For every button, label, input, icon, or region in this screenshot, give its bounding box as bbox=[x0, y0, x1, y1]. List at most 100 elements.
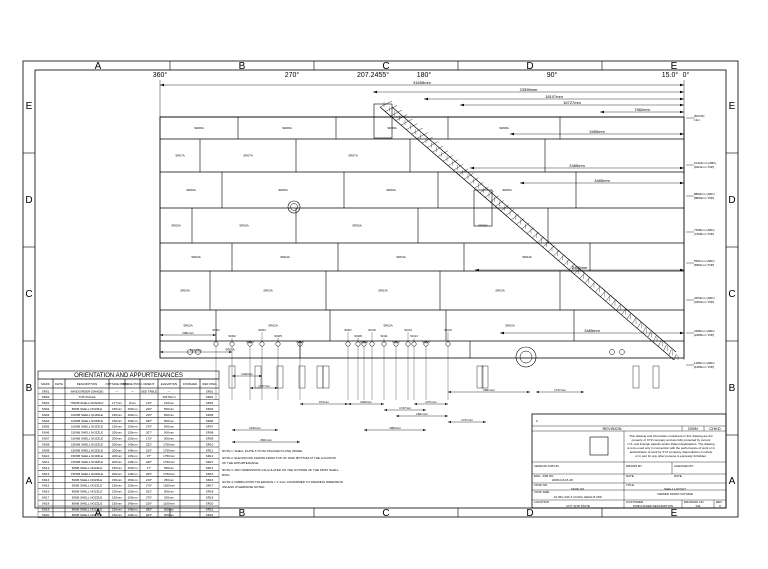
plate-label: SR05A bbox=[478, 224, 488, 228]
table-cell-text: 150mm bbox=[112, 407, 123, 411]
nozzle-circle bbox=[619, 349, 625, 355]
table-cell-text: 50NB SHELL NOZZLE bbox=[72, 466, 102, 470]
overall-dimension: 3485mm bbox=[520, 178, 684, 185]
stair-tread bbox=[563, 258, 570, 266]
table-cell-text: SR16 bbox=[206, 478, 214, 482]
drawing-no-value: S11 bbox=[695, 504, 700, 508]
rev-label: REV bbox=[716, 500, 722, 504]
revision-header: REVISION bbox=[602, 426, 621, 431]
table-cell-text: 200mm bbox=[112, 442, 123, 446]
table-header: DATE bbox=[55, 382, 63, 386]
title-line-2: VIEWED FROM OUTSIDE bbox=[657, 492, 693, 496]
dimension-label: 2821mm bbox=[416, 412, 428, 416]
stair-tread bbox=[631, 317, 636, 324]
stair-tread bbox=[427, 141, 438, 148]
zone-col-top-D: D bbox=[526, 61, 533, 72]
arrowhead bbox=[680, 90, 684, 94]
chkd-header: CHKD bbox=[709, 426, 720, 431]
stair-tread bbox=[458, 168, 469, 175]
table-cell-text: 80NB SHELL NOZZLE bbox=[72, 513, 102, 517]
table-cell-text: SR10 bbox=[206, 442, 214, 446]
dimension-label: 7982mm bbox=[634, 107, 650, 112]
stair-tread bbox=[463, 173, 474, 180]
table-cell-text: 150mm bbox=[127, 407, 138, 411]
table-cell-text: SN16 bbox=[42, 490, 50, 494]
zone-row-right-E: E bbox=[729, 101, 736, 112]
elevation-box bbox=[228, 365, 236, 389]
drawing-notes: NOTE 1: SHELL PLATE 6 TO 8A STACKED FLUS… bbox=[222, 449, 343, 489]
note-line: RING. bbox=[222, 473, 231, 477]
bottom-dimension: 1440mm bbox=[232, 372, 262, 377]
stair-tread bbox=[421, 136, 433, 144]
table-cell-text: 500mm bbox=[164, 419, 175, 423]
elevation-label: 10424mm (ABC) bbox=[694, 161, 716, 165]
table-cell-text: SN06 bbox=[42, 431, 50, 435]
plate-label: SR07A bbox=[175, 154, 185, 158]
table-header: OUTSIDE PROJ. bbox=[105, 382, 128, 386]
dimension-label: 2821mm bbox=[260, 438, 272, 442]
arrowhead bbox=[536, 391, 539, 393]
stair-tread bbox=[532, 231, 540, 239]
table-header: REF DWG bbox=[202, 382, 217, 386]
arrowhead bbox=[445, 415, 448, 417]
dimension-label: 16727mm bbox=[563, 100, 581, 105]
zone-row-right-A: A bbox=[729, 476, 736, 487]
note-line: NOTE 2: ELEVATIONS SHOWN FROM TOP OF TAN… bbox=[222, 456, 336, 460]
arrowhead bbox=[680, 97, 684, 101]
nozzle: SN15 bbox=[422, 340, 430, 400]
stair-tread bbox=[589, 281, 596, 288]
elevation-sub: [2485mm TOP] bbox=[694, 333, 714, 337]
overall-dimension: 2485mm bbox=[470, 163, 684, 170]
overall-dimension: 23396mm bbox=[373, 87, 684, 94]
stair-tread bbox=[673, 353, 677, 361]
bottom-dimension: 2405mm bbox=[348, 400, 384, 405]
table-cell-text: SR02 bbox=[206, 395, 214, 399]
disclaimer-line: authorization of work by XYZ company. Re… bbox=[630, 450, 713, 454]
table-cell-text: 222° bbox=[146, 442, 153, 446]
elevation-sub: [8890mm TOP] bbox=[694, 196, 714, 200]
stair-tread bbox=[568, 263, 575, 270]
spiral-stair bbox=[373, 100, 679, 361]
plate-label: SR08A bbox=[194, 126, 204, 130]
table-cell-text: 150mm bbox=[127, 431, 138, 435]
table-cell-text: 226° bbox=[146, 501, 153, 505]
table-cell-text: 150mm bbox=[127, 490, 138, 494]
nozzle: SN03 bbox=[246, 340, 254, 400]
table-cell-text: 17° bbox=[147, 466, 152, 470]
stair-tread bbox=[395, 114, 408, 121]
plate-label: SR02A bbox=[505, 324, 515, 328]
customer-value: PURCHASER DESCRIPTION bbox=[633, 504, 673, 508]
plate-label: SR06A bbox=[186, 188, 196, 192]
table-cell-text: 1500mm bbox=[163, 484, 175, 488]
table-cell-text: 500mm bbox=[164, 413, 175, 417]
stair-tread bbox=[442, 155, 454, 162]
elevation-sub: [4454mm TOP] bbox=[694, 300, 714, 304]
table-cell-text: --- bbox=[168, 389, 171, 393]
table-cell-text: SR03 bbox=[206, 401, 214, 405]
table-cell-text: 204° bbox=[146, 513, 153, 517]
zone-col-bottom-A: A bbox=[95, 508, 102, 519]
arrowhead bbox=[680, 110, 684, 114]
arrowhead bbox=[581, 391, 584, 393]
stair-tread bbox=[610, 299, 616, 306]
table-cell-text: SN17 bbox=[42, 496, 50, 500]
disclaimer-line: is to be used only in connection with th… bbox=[627, 446, 715, 450]
dimension-label: 1440mm bbox=[241, 372, 253, 376]
overall-dimension: 7982mm bbox=[600, 107, 684, 114]
table-cell-text: 150mm bbox=[127, 425, 138, 429]
table-cell-text: SN04 bbox=[42, 419, 50, 423]
table-cell-text: 200mm bbox=[112, 472, 123, 476]
stair-stringer bbox=[391, 106, 677, 353]
table-cell-text: TOP ANGLE bbox=[79, 395, 96, 399]
disclaimer-line: property of XYZ company and are fully pr… bbox=[632, 438, 711, 442]
table-cell-text: 145mm bbox=[127, 472, 138, 476]
date-label: DATE bbox=[674, 474, 682, 478]
table-cell-text: SEE TABLE bbox=[141, 389, 157, 393]
stair-landing-top bbox=[373, 103, 393, 139]
dimension-label: 31658mm bbox=[413, 80, 431, 85]
tank-size-value: 10.05m DIA X 13.00m HEIGHT OFF bbox=[554, 495, 602, 499]
dimension-label: 3485mm bbox=[594, 178, 610, 183]
nozzle: SN12 bbox=[392, 340, 400, 400]
